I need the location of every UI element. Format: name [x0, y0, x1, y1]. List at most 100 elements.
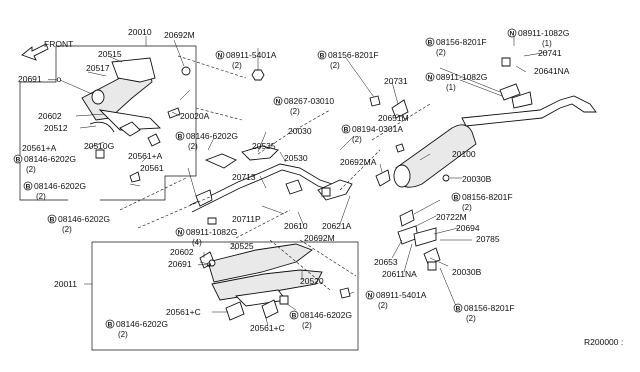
- fastener-quantity: (2): [36, 192, 46, 201]
- callout-20100: 20100: [452, 149, 476, 159]
- fastener-badge: [175, 131, 185, 141]
- fastener-part-number: 08267-03010: [284, 96, 334, 106]
- fastener-quantity: (2): [462, 203, 472, 212]
- fastener-quantity: (2): [352, 135, 362, 144]
- callout-20611na: 20611NA: [382, 269, 417, 279]
- callout-20561c-right: 20561+C: [250, 323, 285, 333]
- callout-20651m: 20651M: [378, 113, 409, 123]
- fastener-quantity: (2): [118, 330, 128, 339]
- callout-20530: 20530: [284, 153, 308, 163]
- fastener-part-number: 08156-8201F: [328, 50, 379, 60]
- fastener-prefix: B: [16, 156, 21, 163]
- callout-20722m: 20722M: [436, 212, 467, 222]
- callout-20517: 20517: [86, 63, 110, 73]
- fastener-quantity: (2): [232, 61, 242, 70]
- fastener-prefix: B: [428, 39, 433, 46]
- fastener-part-number: 08146-6202G: [186, 131, 238, 141]
- fastener-prefix: N: [428, 74, 433, 81]
- front-arrow: FRONT: [21, 39, 73, 61]
- callout-20515: 20515: [98, 49, 122, 59]
- callout-20692m: 20692M: [164, 30, 195, 40]
- callout-20741: 20741: [538, 48, 562, 58]
- fastener-part-number: 08911-5401A: [226, 50, 277, 60]
- fastener-quantity: (1): [542, 39, 552, 48]
- callout-20692m-mid: 20692M: [304, 233, 335, 243]
- fastener-part-number: 08156-8201F: [462, 192, 513, 202]
- callout-20610: 20610: [284, 221, 308, 231]
- leader-lines: [59, 34, 549, 327]
- callout-20653: 20653: [374, 257, 398, 267]
- fastener-badge: [289, 310, 299, 320]
- callout-20785: 20785: [476, 234, 500, 244]
- part-callouts: 20010 20692M 20515 20517 20691 ―o 20602 …: [18, 27, 570, 333]
- fastener-prefix: B: [292, 312, 297, 319]
- callout-20561a-left: 20561+A: [22, 143, 57, 153]
- fastener-quantity: (4): [192, 238, 202, 247]
- callout-20020a: 20020A: [180, 111, 210, 121]
- svg-text:―o: ―o: [198, 259, 212, 269]
- fastener-part-number: 08194-0301A: [352, 124, 403, 134]
- fastener-part-number: 08146-6202G: [58, 214, 110, 224]
- callout-20713: 20713: [232, 172, 256, 182]
- fastener-part-number: 08911-5401A: [376, 290, 427, 300]
- callout-20512: 20512: [44, 123, 68, 133]
- fastener-prefix: N: [510, 30, 515, 37]
- callout-20510g: 20510G: [84, 141, 114, 151]
- callout-20535: 20535: [252, 141, 276, 151]
- fastener-badge: [317, 50, 327, 60]
- fastener-quantity: (2): [466, 314, 476, 323]
- fastener-prefix: N: [368, 292, 373, 299]
- fastener-part-number: 08911-1082G: [436, 72, 487, 82]
- fastener-quantity: (2): [436, 48, 446, 57]
- fastener-prefix: B: [454, 194, 459, 201]
- fastener-part-number: 08146-6202G: [300, 310, 352, 320]
- fastener-quantity: (1): [446, 83, 456, 92]
- fastener-prefix: B: [26, 183, 31, 190]
- fastener-quantity: (2): [290, 107, 300, 116]
- fastener-badge: [451, 192, 461, 202]
- fastener-part-number: 08146-6202G: [34, 181, 86, 191]
- fastener-badge: [175, 227, 185, 237]
- fastener-part-number: 08911-1082G: [186, 227, 237, 237]
- fastener-part-number: 08911-1082G: [518, 28, 569, 38]
- fastener-badge: [23, 181, 33, 191]
- fastener-badge: [341, 124, 351, 134]
- callout-20694: 20694: [456, 223, 480, 233]
- fastener-prefix: N: [178, 229, 183, 236]
- fastener-part-number: 08146-6202G: [116, 319, 168, 329]
- callout-20011: 20011: [54, 279, 77, 289]
- fastener-prefix: N: [218, 52, 223, 59]
- front-label: FRONT: [44, 39, 73, 49]
- callout-20602-bottom: 20602: [170, 247, 194, 257]
- fastener-part-number: 08156-8201F: [436, 37, 487, 47]
- fastener-prefix: B: [50, 216, 55, 223]
- callout-20561: 20561: [140, 163, 164, 173]
- callout-20731: 20731: [384, 76, 408, 86]
- fastener-quantity: (2): [302, 321, 312, 330]
- fastener-badge: [273, 96, 283, 106]
- svg-text:―o: ―o: [48, 74, 62, 84]
- center-pipe: [189, 145, 353, 213]
- callout-20621a: 20621A: [322, 221, 352, 231]
- callout-20520: 20520: [300, 276, 324, 286]
- callout-20030b-upper: 20030B: [462, 174, 492, 184]
- callout-20030b-lower: 20030B: [452, 267, 482, 277]
- fastener-prefix: B: [178, 133, 183, 140]
- fastener-badge: [215, 50, 225, 60]
- fastener-badge: [47, 214, 57, 224]
